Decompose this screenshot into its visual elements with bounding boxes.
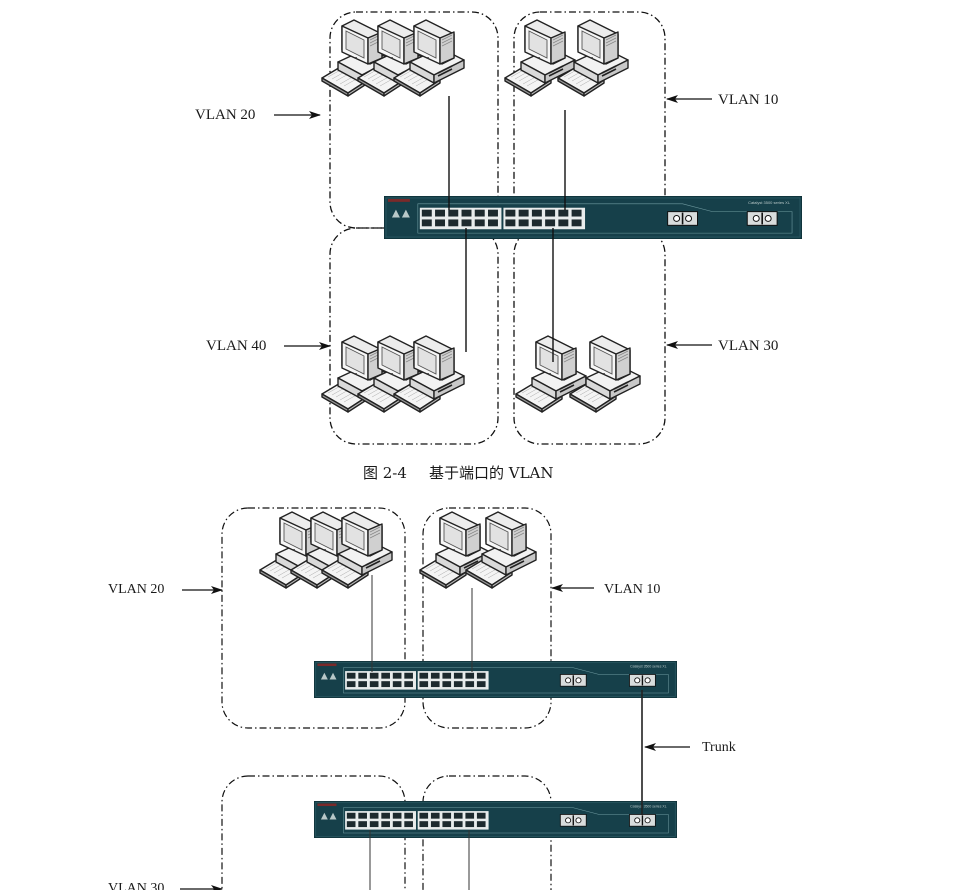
switch-port: [448, 209, 459, 217]
switch-port: [476, 812, 486, 819]
switch-port: [488, 209, 498, 217]
figure-caption-number: 图 2-4: [363, 464, 407, 482]
vlan30-region: [513, 227, 666, 445]
switch-port: [545, 209, 556, 217]
switch-port: [465, 821, 475, 828]
switch-port: [358, 812, 367, 819]
switch-port: [545, 219, 556, 227]
trunk-label: Trunk: [702, 740, 736, 755]
switch-port: [453, 821, 463, 828]
switch-port: [381, 672, 390, 679]
switch-port: [430, 672, 440, 679]
switch-port: [381, 812, 390, 819]
switch-port: [421, 209, 432, 217]
switch-icon: [314, 801, 677, 838]
figure-bottom: VLAN 20 VLAN 10 Trunk VLAN 30: [108, 507, 736, 890]
switch-port: [442, 812, 452, 819]
switch-port: [381, 821, 390, 828]
switch-port: [474, 209, 485, 217]
switch-port: [488, 219, 498, 227]
switch-port: [505, 219, 516, 227]
switch-port: [404, 681, 413, 688]
switch-port: [419, 672, 429, 679]
switch-port: [392, 812, 402, 819]
switch-port: [476, 821, 486, 828]
switch-port: [558, 209, 569, 217]
switch-port: [474, 219, 485, 227]
switch-port: [571, 209, 582, 217]
switch-port: [505, 209, 516, 217]
switch-port: [461, 209, 472, 217]
switch-port: [435, 219, 446, 227]
switch-port: [518, 209, 529, 217]
switch-port: [465, 672, 475, 679]
vlan-label: VLAN 10: [604, 582, 660, 597]
switch-port: [531, 209, 542, 217]
switch-port: [448, 219, 459, 227]
switch-port: [476, 672, 486, 679]
switch-ports: [345, 671, 489, 690]
vlan-label: VLAN 30: [718, 338, 778, 354]
vlan-label: VLAN 20: [195, 107, 255, 123]
vlan-label: VLAN 20: [108, 582, 164, 597]
switch-ports: [345, 811, 489, 830]
vlan40-region: [422, 775, 552, 890]
switch-port: [419, 681, 429, 688]
switch-port: [358, 672, 367, 679]
switch-port: [404, 821, 413, 828]
switch-port: [346, 821, 356, 828]
switch-port: [558, 219, 569, 227]
switch-port: [392, 821, 402, 828]
vlan10-region: [422, 507, 552, 729]
switch-port: [404, 672, 413, 679]
switch-port: [465, 812, 475, 819]
switch-port: [430, 812, 440, 819]
switch-port: [369, 672, 379, 679]
switch-port: [571, 219, 582, 227]
switch-port: [430, 821, 440, 828]
switch-port: [369, 812, 379, 819]
switch-port: [430, 681, 440, 688]
switch-port: [442, 672, 452, 679]
switch-port: [435, 209, 446, 217]
switch-port: [358, 681, 367, 688]
switch-port: [381, 681, 390, 688]
switch-port: [518, 219, 529, 227]
switch-ports: [419, 207, 586, 230]
switch-icon: [314, 661, 677, 698]
switch-port: [369, 681, 379, 688]
switch-port: [442, 681, 452, 688]
switch-port: [453, 812, 463, 819]
switch-port: [404, 812, 413, 819]
switch-port: [531, 219, 542, 227]
vlan20-region: [329, 11, 499, 229]
switch-port: [392, 681, 402, 688]
switch-port: [358, 821, 367, 828]
figure-caption-text: 基于端口的 VLAN: [429, 464, 554, 482]
switch-port: [465, 681, 475, 688]
switch-port: [346, 812, 356, 819]
switch-port: [453, 672, 463, 679]
switch-port: [419, 821, 429, 828]
vlan-label: VLAN 30: [108, 881, 164, 890]
switch-port: [346, 672, 356, 679]
switch-port: [346, 681, 356, 688]
switch-port: [442, 821, 452, 828]
vlan20-region: [221, 507, 406, 729]
switch-icon: [384, 196, 802, 239]
switch-port: [369, 821, 379, 828]
vlan-label: VLAN 40: [206, 338, 266, 354]
switch-port: [461, 219, 472, 227]
figure-top: VLAN 20 VLAN 10 VLAN 40 VLAN 30 图 2-4 基于…: [195, 11, 802, 482]
switch-port: [476, 681, 486, 688]
switch-port: [392, 672, 402, 679]
switch-port: [419, 812, 429, 819]
vlan-label: VLAN 10: [718, 92, 778, 108]
switch-port: [453, 681, 463, 688]
switch-port: [421, 219, 432, 227]
